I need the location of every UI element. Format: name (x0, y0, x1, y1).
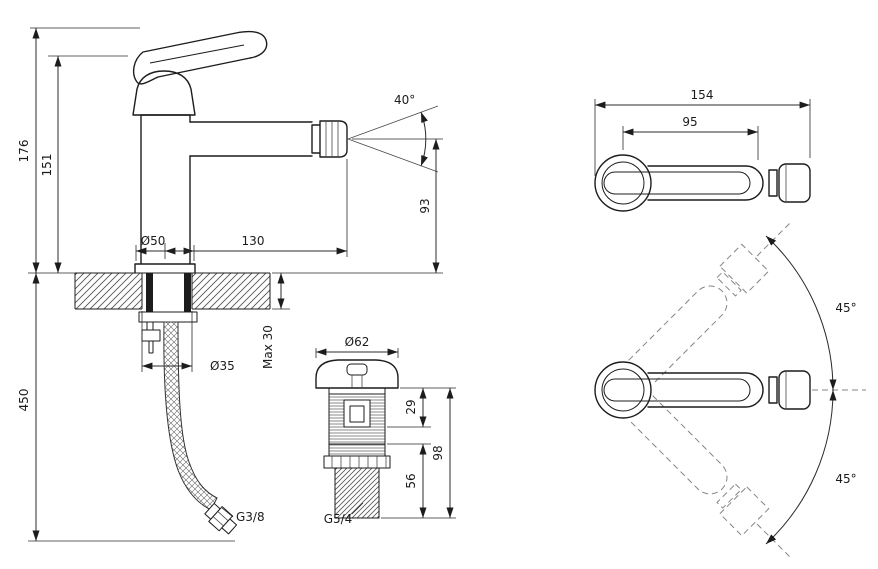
dim-swivel-up-label: 45° (835, 301, 856, 315)
ext-drain-heights (381, 387, 456, 519)
faucet-front-view (132, 31, 348, 274)
hose-braid (163, 321, 218, 511)
countertop-outline (74, 272, 271, 310)
dim-swivel-down-label: 45° (835, 472, 856, 486)
ext-total-length (594, 99, 811, 176)
swivel-aerator-ring (768, 376, 778, 404)
mounting-stud (146, 321, 154, 331)
shank-left (146, 273, 153, 312)
faucet-lever (132, 31, 268, 85)
mounting-bracket (138, 311, 198, 323)
dim-handle-length-label: 95 (682, 115, 697, 129)
dim-outlet-height-label: 93 (418, 198, 432, 213)
spray-angle-label: 40° (394, 93, 415, 107)
spray-cone: 40° (347, 93, 439, 173)
fitting-nut-facets (212, 511, 229, 527)
dim-deck-thickness-label: Max 30 (261, 325, 275, 369)
dim-total-height-label: 176 (17, 140, 31, 163)
dim-thread-length-label: 56 (404, 473, 418, 488)
dim-base-diameter-label: Ø50 (141, 234, 166, 248)
top-lever-inner (603, 171, 751, 195)
ext-handle-length (622, 126, 759, 160)
ext-flange-diameter (315, 348, 399, 358)
ext-hole-diameter (141, 311, 193, 372)
swivel-body-inner (601, 368, 645, 412)
ext-outlet-height (272, 138, 443, 274)
mounting-nut (141, 329, 161, 342)
dim-drain-total-height-label: 98 (431, 445, 445, 460)
front-dimensions: 176 151 450 Ø50 130 93 Max 30 Ø35 G3/8 (17, 27, 443, 542)
top-body-outer (594, 154, 652, 212)
dim-hole-diameter-label: Ø35 (210, 359, 235, 373)
fitting-tip (221, 518, 238, 535)
drain-collar-knurl (331, 456, 387, 468)
swivel-view: 45° 45° (594, 221, 866, 559)
swivel-arc-up (765, 235, 837, 391)
drain-dimensions: Ø62 29 56 98 G5/4 (315, 335, 456, 526)
shank-right (184, 273, 191, 312)
dim-drain-thread-label: G5/4 (324, 512, 353, 526)
hose-fitting (204, 502, 238, 535)
top-view: 154 95 (594, 88, 811, 212)
drain-button-stem (351, 375, 363, 388)
faucet-lever-detail (149, 44, 245, 64)
dim-hose-length-label: 450 (17, 389, 31, 412)
swivel-aerator-body (778, 370, 811, 410)
faucet-spout (189, 120, 348, 158)
countertop-hatch-left (75, 273, 142, 309)
swivel-lever-inner (603, 378, 751, 402)
swivel-lever-down (628, 395, 770, 537)
dim-spout-reach-label: 130 (242, 234, 265, 248)
swivel-lever-up (628, 243, 770, 385)
swivel-arc-down (765, 389, 837, 545)
top-aerator-ring (768, 169, 778, 197)
dim-upper-height-label: 29 (404, 399, 418, 414)
faucet-body (134, 114, 196, 274)
dim-hose-thread-label: G3/8 (236, 510, 265, 524)
faucet-bell (132, 70, 196, 116)
swivel-lever (647, 372, 764, 408)
mounting-hardware (138, 273, 198, 354)
drain-button (346, 363, 368, 376)
countertop-hatch-right (192, 273, 270, 309)
ext-total-height (28, 27, 140, 274)
drain-collar (323, 455, 391, 469)
dim-total-length-label: 154 (691, 88, 714, 102)
drain-fitting (315, 359, 399, 519)
leader-drain-thread (351, 502, 364, 515)
drain-neck (328, 388, 386, 394)
flex-hose (163, 321, 238, 535)
dim-body-height-label: 151 (40, 154, 54, 177)
top-aerator-body (778, 163, 811, 203)
drain-window-inner (349, 405, 365, 423)
top-lever (647, 165, 764, 201)
aerator-knurl (325, 121, 339, 157)
mounting-stud-tip (148, 341, 154, 354)
top-body-inner (601, 161, 645, 205)
leader-hose-thread (221, 507, 234, 518)
swivel-body-outer (594, 361, 652, 419)
countertop (74, 272, 271, 310)
dim-flange-diameter-label: Ø62 (345, 335, 370, 349)
spray-lines (347, 105, 439, 173)
drain-thread (334, 467, 380, 519)
